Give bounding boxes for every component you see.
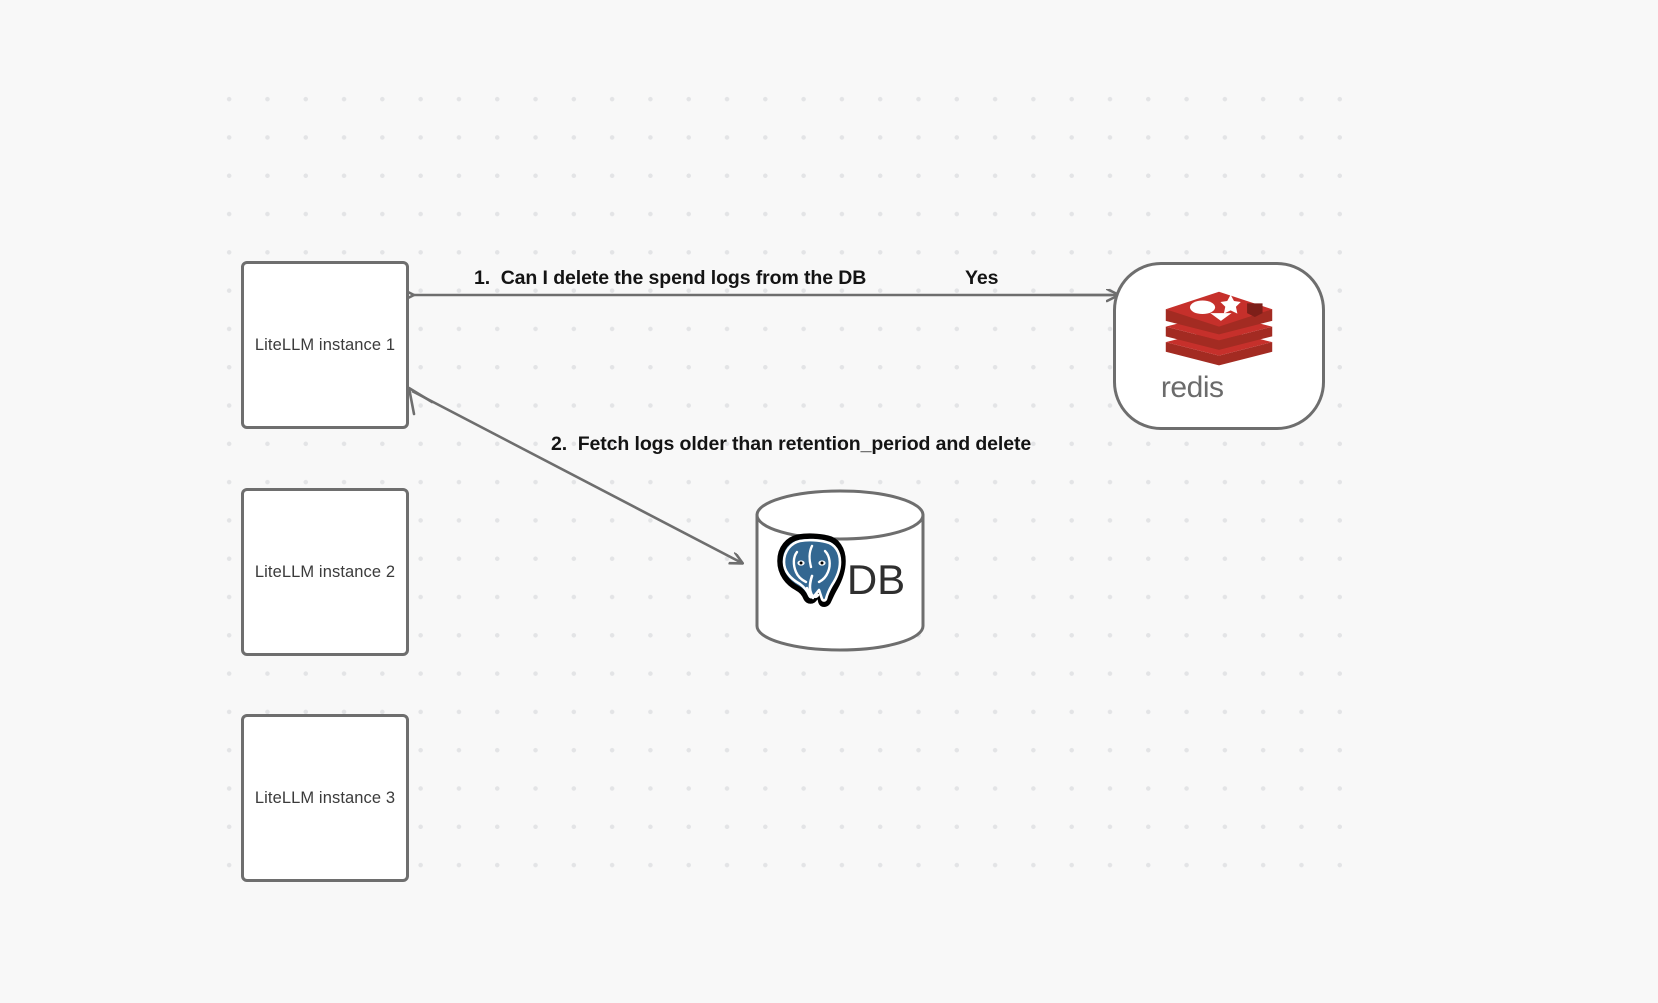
node-redis[interactable]: redis: [1113, 262, 1325, 430]
edge-label-step-2: 2. Fetch logs older than retention_perio…: [551, 433, 1032, 455]
node-litellm-instance-2-label: LiteLLM instance 2: [254, 562, 396, 581]
redis-stack-icon: [1165, 291, 1273, 366]
node-litellm-instance-3-label: LiteLLM instance 3: [254, 788, 396, 807]
edge-litellm-1-to-database: [407, 386, 742, 563]
node-database[interactable]: DB: [754, 489, 926, 652]
node-litellm-instance-1-label: LiteLLM instance 1: [254, 335, 396, 354]
svg-text:redis: redis: [1161, 371, 1224, 404]
edge-arrow-back-to-litellm-1: [407, 386, 434, 416]
redis-logo: redis: [1144, 286, 1294, 406]
node-litellm-instance-1[interactable]: LiteLLM instance 1: [241, 261, 409, 429]
edge-arrow-to-database: [411, 389, 742, 563]
node-litellm-instance-2[interactable]: LiteLLM instance 2: [241, 488, 409, 656]
node-litellm-instance-3[interactable]: LiteLLM instance 3: [241, 714, 409, 882]
cylinder-shape: [755, 489, 925, 652]
redis-wordmark: redis: [1161, 371, 1224, 404]
edge-label-step-1: 1. Can I delete the spend logs from the …: [474, 267, 867, 289]
edge-label-reply-yes: Yes: [965, 267, 999, 289]
